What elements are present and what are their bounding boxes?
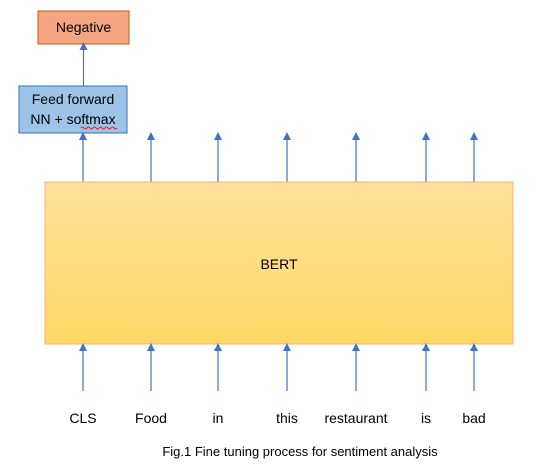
figure-caption: Fig.1 Fine tuning process for sentiment … bbox=[162, 444, 438, 459]
output-label: Negative bbox=[56, 19, 111, 35]
token-label: is bbox=[421, 410, 431, 426]
bert-box bbox=[44, 181, 514, 345]
token-label: CLS bbox=[69, 410, 96, 426]
spellcheck-squiggle bbox=[80, 126, 118, 130]
input-tokens: CLS Food in this restaurant is bad bbox=[69, 410, 485, 426]
classifier-label-line2: NN + softmax bbox=[30, 111, 115, 127]
bert-label: BERT bbox=[260, 256, 298, 272]
token-label: restaurant bbox=[324, 410, 387, 426]
token-input-arrows bbox=[79, 343, 478, 391]
token-label: bad bbox=[462, 410, 485, 426]
token-label: in bbox=[213, 410, 224, 426]
token-label: Food bbox=[135, 410, 167, 426]
output-node: Negative bbox=[37, 10, 130, 45]
bert-node: BERT bbox=[44, 181, 514, 345]
classifier-node: Feed forward NN + softmax bbox=[18, 85, 128, 134]
classifier-box bbox=[18, 85, 128, 134]
classifier-label-line1: Feed forward bbox=[32, 91, 114, 107]
bert-output-arrows bbox=[79, 132, 478, 182]
output-box bbox=[37, 10, 130, 45]
token-label: this bbox=[276, 410, 298, 426]
